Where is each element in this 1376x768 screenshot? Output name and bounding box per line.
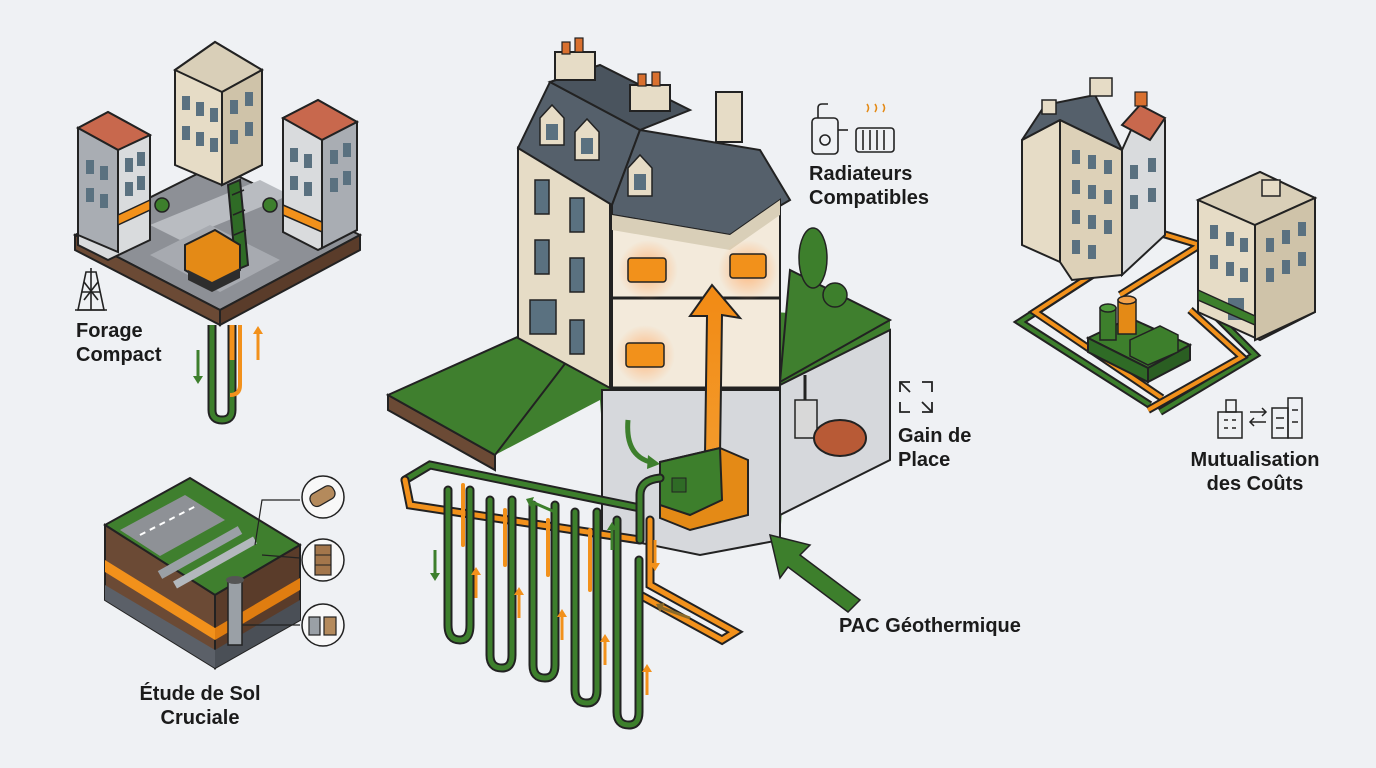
expand-icon [899,381,933,413]
flow-arrows [430,497,691,695]
geothermal-loops [400,460,744,730]
label-gain-de-place: Gain de Place [898,425,972,471]
label-pac-geothermique: PAC Géothermique [839,615,1021,637]
label-mutualisation: Mutualisation des Coûts [1190,449,1320,495]
label-etude-de-sol: Étude de Sol Cruciale [139,683,261,729]
boiler-icon [811,103,848,155]
u-loop [612,515,644,730]
radiator-icon [855,103,895,153]
soil-study-block [103,476,302,670]
u-loop [443,485,475,645]
u-loop [528,500,560,683]
drill-rig-icon [75,268,107,311]
shared-network [1012,77,1318,416]
soil-core-icon [301,475,345,647]
main-house [385,37,893,613]
buildings-exchange-icon [1217,397,1303,439]
label-forage-compact: Forage Compact [76,320,162,366]
label-radiateurs-compatibles: Radiateurs Compatibles [809,163,930,209]
u-loop [570,507,602,708]
urban-block-drill [72,40,363,425]
u-loop [485,495,517,673]
